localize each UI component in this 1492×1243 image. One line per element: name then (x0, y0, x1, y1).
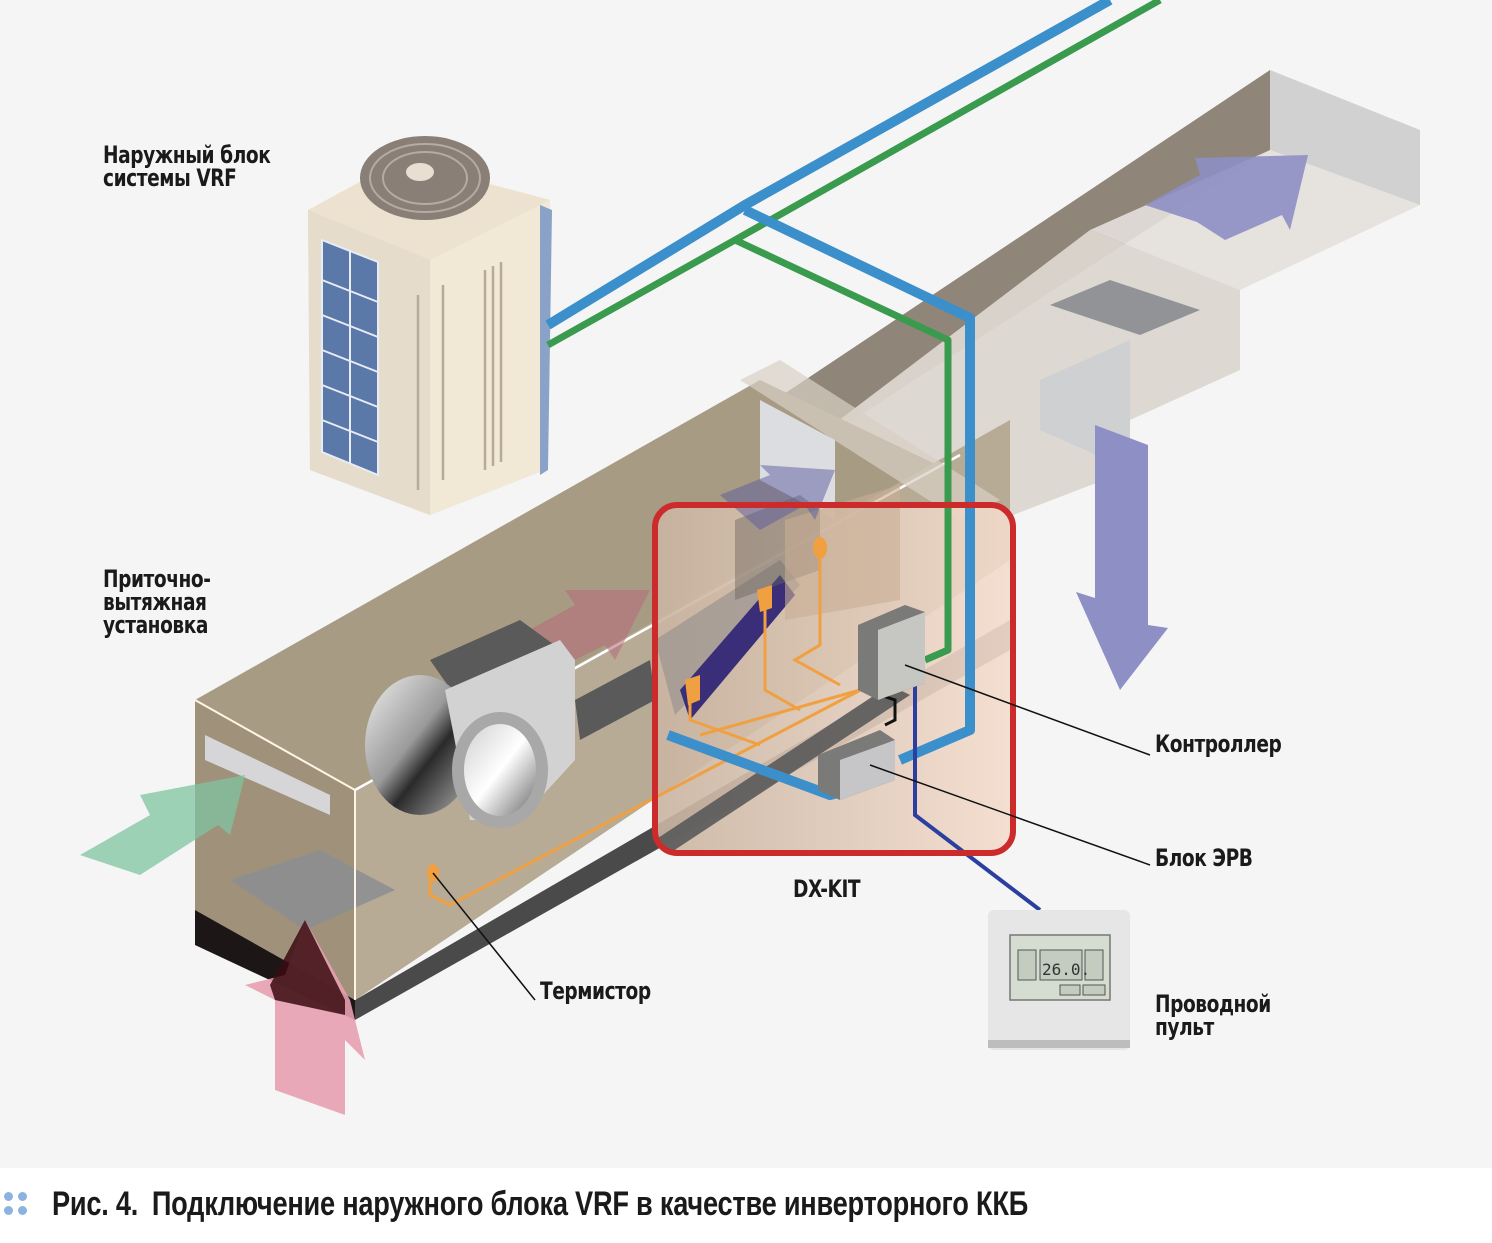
caption-prefix: Рис. 4. (52, 1185, 139, 1223)
label-outdoor-unit: Наружный блок системы VRF (103, 141, 271, 192)
dx-kit-frame (652, 502, 1016, 856)
caption-text: Рис. 4. Подключение наружного блока VRF … (52, 1185, 1028, 1224)
sensor-wiring (428, 545, 871, 907)
wired-remote: 26.0. (988, 910, 1130, 1050)
eev-block (818, 730, 895, 800)
supply-air-arrow-upper (1145, 155, 1308, 240)
label-dx-kit: DX-KIT (793, 875, 861, 903)
label-wired-remote: Проводной пульт (1155, 990, 1271, 1041)
leader-lines (432, 664, 1151, 1001)
diagram-figure: 26.0. Наружный блок системы VRF Приточно… (80, 0, 1420, 1115)
figure-caption (0, 1168, 1492, 1243)
label-ahu: Приточно- вытяжная установка (103, 565, 211, 639)
refrigerant-pipes (545, 0, 1162, 800)
label-controller: Контроллер (1155, 730, 1282, 758)
fan-icon (365, 620, 655, 828)
label-eev-block: Блок ЭРВ (1155, 844, 1253, 872)
supply-air-arrow-down (1076, 425, 1168, 690)
diagram-canvas: 26.0. (80, 0, 1420, 1115)
label-thermistor: Термистор (540, 977, 651, 1005)
supply-air-arrow-mid (720, 465, 835, 530)
controller-box (858, 605, 925, 700)
outdoor-unit (308, 136, 552, 515)
control-cable (913, 685, 1042, 912)
remote-temperature-readout: 26.0. (1042, 960, 1090, 979)
caption-bullet-icon (4, 1192, 30, 1218)
outdoor-air-arrow (80, 775, 245, 875)
caption-body: Подключение наружного блока VRF в качест… (151, 1185, 1028, 1223)
exhaust-air-arrow (245, 920, 365, 1115)
